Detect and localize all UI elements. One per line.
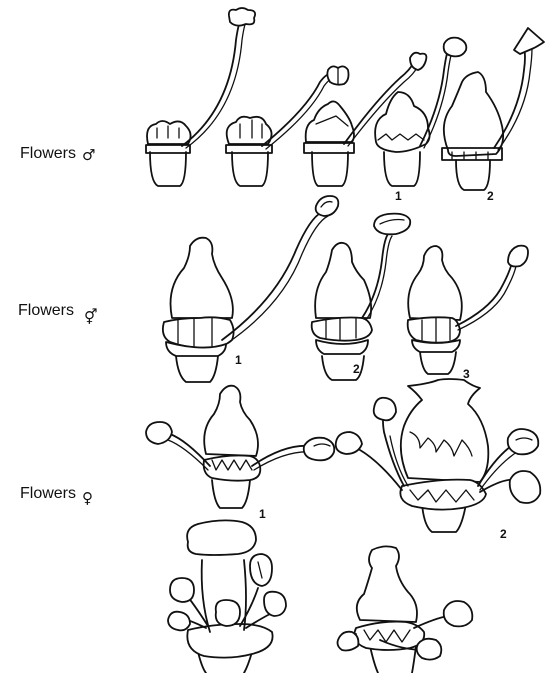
row-hermaphrodite-label: Flowers — [18, 302, 74, 319]
row-female-label: Flowers — [20, 485, 76, 502]
female-flower-2: 2 — [336, 379, 541, 541]
female-flower-lower-right — [338, 546, 473, 673]
hermaphrodite-flower-number-3: 3 — [463, 367, 470, 381]
row-male-label: Flowers — [20, 145, 76, 162]
female-flower-1: 1 — [146, 386, 334, 521]
female-flower-lower-left — [168, 520, 286, 673]
female-flower-number-2: 2 — [500, 527, 507, 541]
row-male-flowers: Flowers ♂ — [20, 8, 544, 203]
row-hermaphrodite-flowers: Flowers ⚥ 1 2 — [18, 196, 528, 382]
hermaphrodite-flower-2: 2 — [312, 214, 411, 380]
hermaphrodite-flower-number-1: 1 — [235, 353, 242, 367]
hermaphrodite-flower-number-2: 2 — [353, 362, 360, 376]
male-flower-a — [146, 8, 255, 186]
male-flower-number-1: 1 — [395, 189, 402, 203]
male-symbol: ♂ — [82, 146, 95, 164]
row-female-flowers: Flowers ♀ 1 — [20, 379, 540, 673]
female-symbol: ♀ — [82, 489, 93, 507]
hermaphrodite-symbol: ⚥ — [84, 308, 98, 326]
hermaphrodite-flower-1: 1 — [163, 196, 338, 382]
female-flower-number-1: 1 — [259, 507, 266, 521]
male-flower-number-2: 2 — [487, 189, 494, 203]
hermaphrodite-flower-3: 3 — [408, 246, 528, 381]
